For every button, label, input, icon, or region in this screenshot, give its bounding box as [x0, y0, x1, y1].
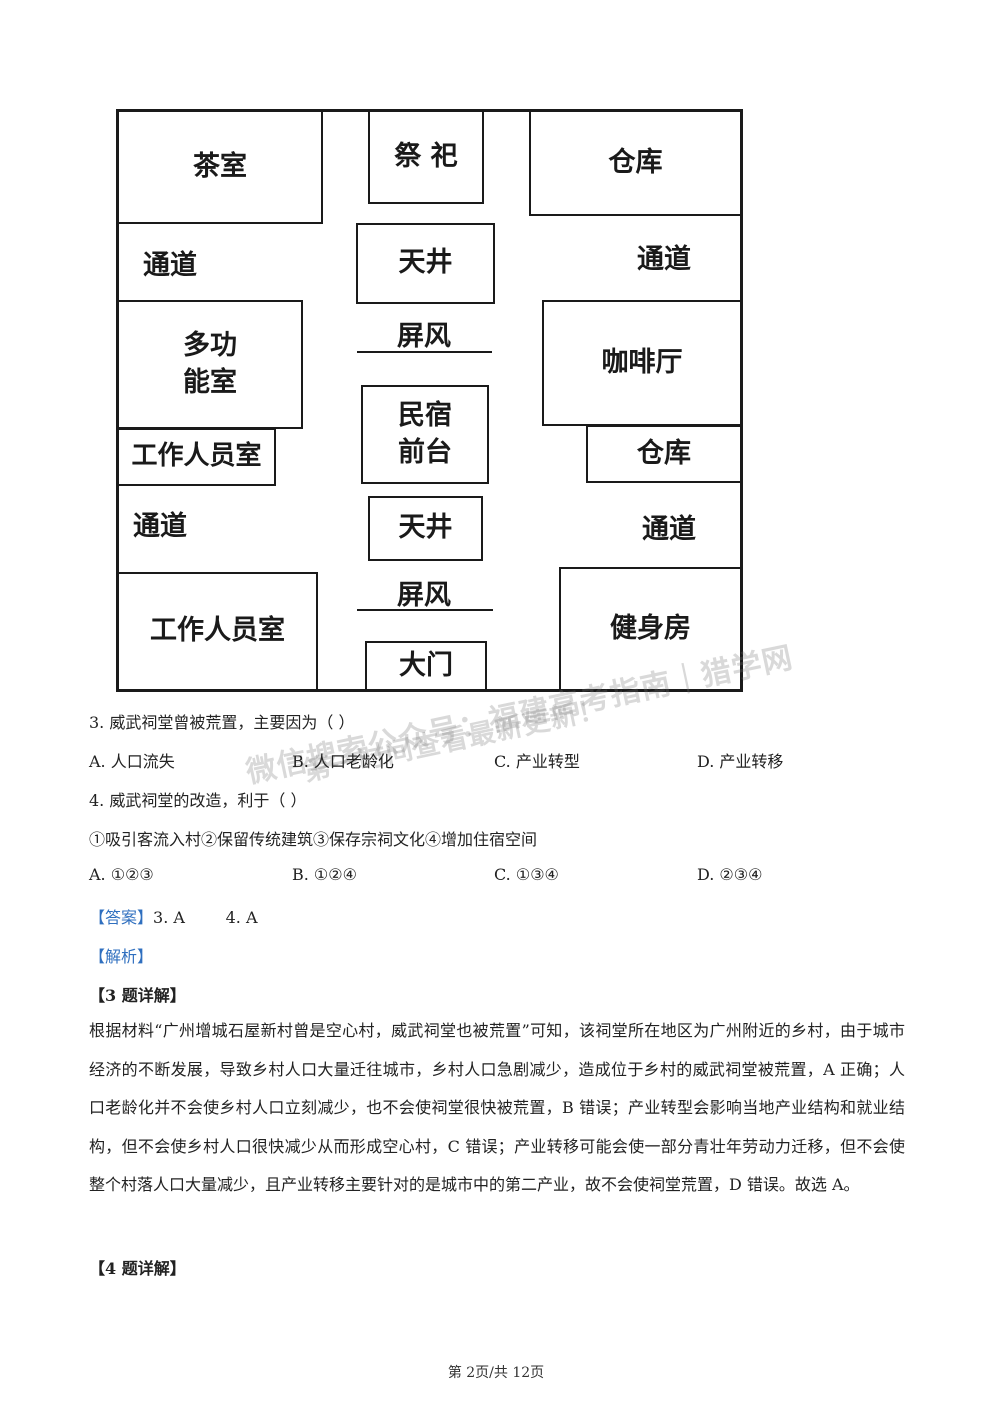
- cafe: 咖啡厅: [542, 300, 740, 426]
- gym: 健身房: [559, 567, 740, 689]
- screen-label-1: 屏风: [397, 321, 451, 352]
- watermark-line2: 第一时间查看最新更新！: [300, 693, 609, 788]
- worship-room: 祭 祀: [368, 112, 484, 204]
- q4-option-d: D. ②③④: [697, 865, 763, 884]
- q4-option-b: B. ①②④: [292, 865, 357, 884]
- passage-right-2: 通道: [642, 514, 696, 545]
- q3-stem: 3. 威武祠堂曾被荒置，主要因为（ ）: [89, 713, 355, 732]
- tea-room: 茶室: [119, 112, 323, 224]
- staff-room-1: 工作人员室: [119, 428, 276, 486]
- q4-stem: 4. 威武祠堂的改造，利于（ ）: [89, 791, 307, 810]
- q3-option-b: B. 人口老龄化: [292, 752, 394, 771]
- staff-room-2: 工作人员室: [119, 572, 318, 689]
- q4-option-a: A. ①②③: [89, 865, 154, 884]
- q3-option-a: A. 人口流失: [89, 752, 175, 771]
- reception-line2: 前台: [398, 436, 452, 468]
- passage-right-1: 通道: [637, 244, 691, 275]
- screen-label-2: 屏风: [397, 580, 451, 611]
- detail3-title: 【3 题详解】: [89, 986, 186, 1005]
- gate: 大门: [365, 641, 487, 689]
- analysis-tag: 【解析】: [89, 947, 154, 966]
- page-footer: 第 2页/共 12页: [447, 1365, 545, 1381]
- screen-1: [357, 351, 492, 353]
- multi-function-room: 多功能室: [119, 300, 303, 429]
- q3-option-d: D. 产业转移: [697, 752, 784, 771]
- multi-room-line1: 多功: [183, 330, 237, 362]
- warehouse-mid: 仓库: [586, 425, 740, 483]
- reception-line1: 民宿: [398, 400, 452, 432]
- answer-text: 3. A 4. A: [153, 908, 258, 927]
- answer-line: 【答案】3. A 4. A: [89, 904, 258, 928]
- passage-left-1: 通道: [143, 250, 197, 281]
- detail3-body: 根据材料“广州增城石屋新村曾是空心村，威武祠堂也被荒置”可知，该祠堂所在地区为广…: [89, 1021, 905, 1194]
- warehouse-top: 仓库: [529, 112, 740, 216]
- q3-option-c: C. 产业转型: [494, 752, 580, 771]
- multi-room-line2: 能室: [183, 366, 237, 398]
- screen-2: [357, 609, 493, 611]
- answer-tag: 【答案】: [89, 908, 154, 927]
- patio-2: 天井: [368, 496, 483, 561]
- floor-plan: 茶室 祭 祀 仓库 通道 天井 通道 屏风 多功能室 咖啡厅 民宿前台 工作人员…: [116, 109, 743, 692]
- patio-1: 天井: [356, 223, 495, 304]
- q4-items: ①吸引客流入村②保留传统建筑③保存宗祠文化④增加住宿空间: [89, 830, 538, 849]
- reception-desk: 民宿前台: [361, 385, 489, 484]
- detail4-title: 【4 题详解】: [89, 1259, 186, 1278]
- q4-option-c: C. ①③④: [494, 865, 559, 884]
- passage-left-2: 通道: [133, 511, 187, 542]
